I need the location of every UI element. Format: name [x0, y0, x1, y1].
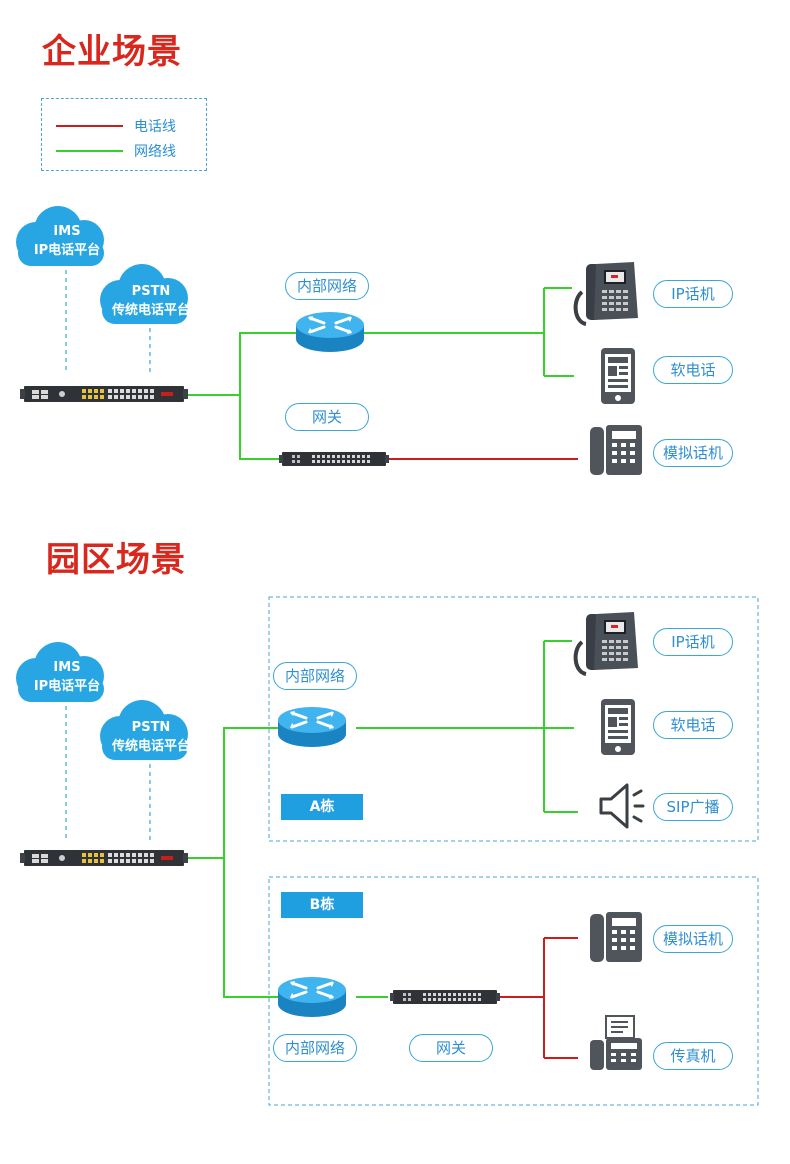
ip-phone-label-2: IP话机: [653, 628, 733, 656]
cloud-ims-line1-2: IMS: [53, 660, 81, 675]
cloud-pstn-line1: PSTN: [131, 284, 171, 299]
section-title-enterprise: 企业场景: [42, 32, 182, 72]
ip-phone-label: IP话机: [653, 280, 733, 308]
analog-phone-label: 模拟话机: [653, 439, 733, 467]
cloud-pstn-line2: 传统电话平台: [111, 303, 190, 318]
section-title-campus: 园区场景: [46, 540, 186, 580]
cloud-pstn-line2-2: 传统电话平台: [111, 739, 190, 754]
gateway-device-icon: [279, 452, 389, 466]
internal-network-label-b: 内部网络: [273, 1034, 357, 1062]
internal-network-label: 内部网络: [285, 272, 369, 300]
cloud-pstn-label-2: PSTN 传统电话平台: [96, 718, 206, 756]
phone-lines-2: [496, 937, 578, 1059]
legend-network-line-swatch: [56, 150, 123, 152]
cloud-ims-line1: IMS: [53, 224, 81, 239]
softphone-icon-2: [601, 699, 635, 755]
fax-label: 传真机: [653, 1042, 733, 1070]
analog-phone-icon: [590, 425, 642, 475]
router-b-icon: [276, 975, 348, 1019]
building-b-tag: B栋: [281, 892, 363, 918]
sip-broadcast-label: SIP广播: [653, 793, 733, 821]
cloud-pstn-line1-2: PSTN: [131, 720, 171, 735]
softphone-label-2: 软电话: [653, 711, 733, 739]
ip-pbx-switch-icon-2: [20, 850, 188, 866]
gateway-label: 网关: [285, 403, 369, 431]
gateway-label-2: 网关: [409, 1034, 493, 1062]
ip-phone-icon: [573, 260, 640, 326]
cloud-ims-line2-2: IP电话平台: [33, 679, 101, 694]
network-lines-2: [188, 640, 578, 998]
router-icon: [294, 310, 366, 354]
cloud-ims-line2: IP电话平台: [33, 243, 101, 258]
legend-box: 电话线 网络线: [41, 98, 207, 171]
legend-network-line-label: 网络线: [134, 144, 176, 160]
network-lines-1: [188, 287, 574, 460]
building-a-tag: A栋: [281, 794, 363, 820]
softphone-label: 软电话: [653, 356, 733, 384]
gateway-device-icon-2: [390, 990, 500, 1004]
ip-pbx-switch-icon: [20, 386, 188, 402]
analog-phone-label-2: 模拟话机: [653, 925, 733, 953]
internal-network-label-a: 内部网络: [273, 662, 357, 690]
cloud-ims-label-2: IMS IP电话平台: [12, 658, 122, 696]
legend-phone-line-swatch: [56, 125, 123, 127]
ip-phone-icon-2: [573, 610, 640, 676]
cloud-pstn-label: PSTN 传统电话平台: [96, 282, 206, 320]
cloud-ims-label: IMS IP电话平台: [12, 222, 122, 260]
router-a-icon: [276, 705, 348, 749]
building-a-area: [268, 596, 759, 842]
fax-machine-icon: [589, 1015, 643, 1071]
softphone-icon: [601, 348, 635, 404]
analog-phone-icon-2: [590, 912, 642, 962]
legend-phone-line-label: 电话线: [134, 119, 176, 135]
building-b-area: [268, 876, 759, 1106]
sip-speaker-icon: [599, 783, 645, 829]
